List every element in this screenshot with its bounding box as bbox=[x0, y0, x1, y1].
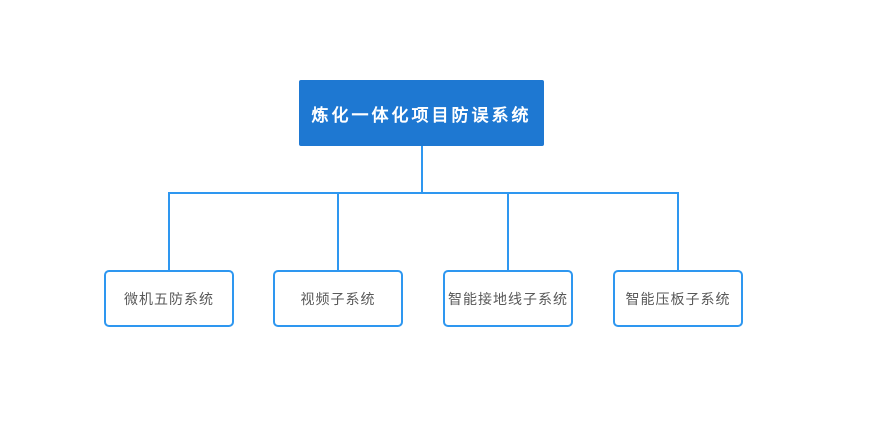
connector-outer-bracket bbox=[168, 192, 679, 270]
child-node-label: 微机五防系统 bbox=[124, 290, 214, 307]
root-node[interactable]: 炼化一体化项目防误系统 bbox=[299, 80, 544, 146]
child-node-grounding[interactable]: 智能接地线子系统 bbox=[443, 270, 573, 327]
child-node-pressplate[interactable]: 智能压板子系统 bbox=[613, 270, 743, 327]
child-node-label: 智能接地线子系统 bbox=[448, 290, 568, 307]
child-node-video[interactable]: 视频子系统 bbox=[273, 270, 403, 327]
child-node-label: 智能压板子系统 bbox=[625, 290, 731, 307]
child-node-wujifang[interactable]: 微机五防系统 bbox=[104, 270, 234, 327]
child-node-label: 视频子系统 bbox=[300, 290, 376, 307]
root-node-label: 炼化一体化项目防误系统 bbox=[311, 105, 532, 125]
